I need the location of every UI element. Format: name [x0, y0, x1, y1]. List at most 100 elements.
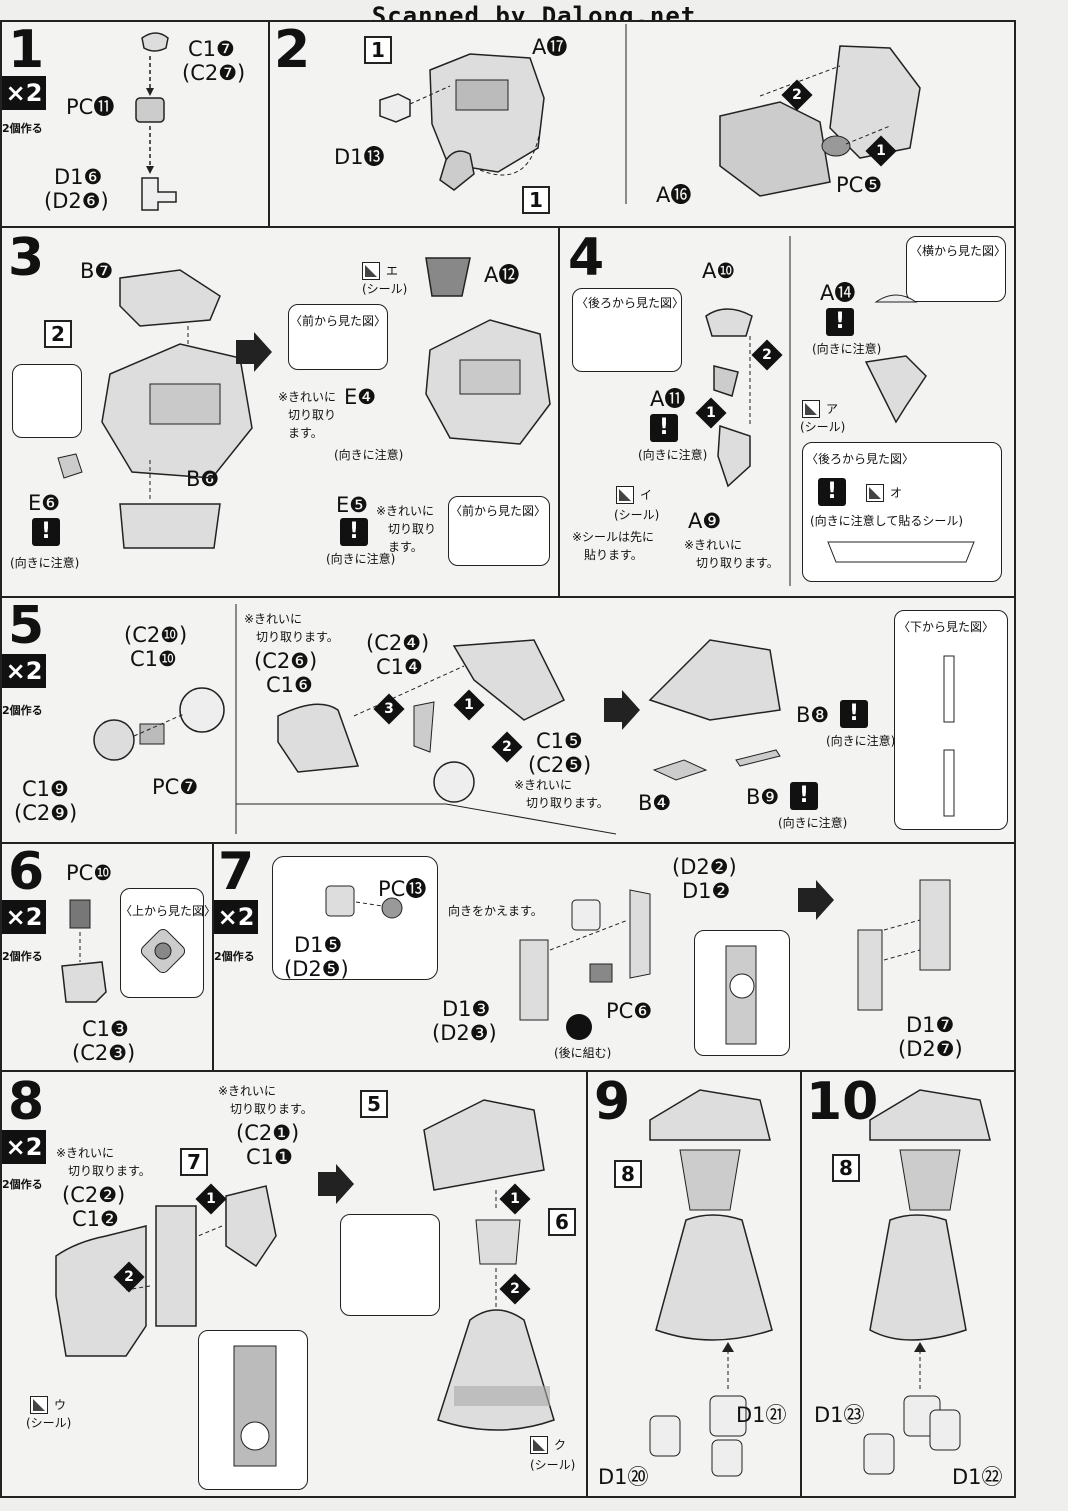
clean-cut-note: 切り取り	[288, 408, 337, 422]
clean-cut-note: ※きれいに	[56, 1146, 115, 1160]
make-two-label: 2個作る	[214, 950, 255, 963]
step7-detail-art	[725, 945, 757, 1045]
detail-callout	[340, 1214, 440, 1316]
clean-cut-note: 切り取ります。	[230, 1102, 313, 1116]
caution-icon: !	[340, 518, 368, 546]
ref-box: 1	[364, 36, 392, 64]
part-label-e6: E❻	[28, 491, 61, 515]
rear-view-label: 〈後ろから見た図〉	[806, 452, 915, 466]
part-label-c14: C1❹	[376, 655, 423, 679]
step7-assembled-art	[857, 879, 951, 1011]
sticker-icon	[802, 400, 820, 418]
step-order-marker: 1	[499, 1183, 531, 1215]
orientation-note: (向きに注意)	[826, 734, 896, 748]
x2-badge: ×2	[2, 654, 46, 688]
rear-view-callout	[572, 288, 682, 372]
caution-icon: !	[818, 478, 846, 506]
clean-cut-note: ※きれいに	[684, 538, 743, 552]
step5-bracket	[235, 604, 617, 835]
ref-box: 8	[832, 1154, 860, 1182]
part-label-d25: (D2❺)	[284, 957, 349, 981]
step3-head2-art	[425, 319, 551, 445]
part-label-a9: A❾	[688, 509, 722, 533]
clean-cut-note: 切り取ります。	[256, 630, 339, 644]
step-order-marker: 2	[491, 731, 523, 763]
step-number: 8	[8, 1072, 45, 1132]
turn-around-note: 向きをかえます。	[448, 904, 543, 918]
step4-divider	[789, 236, 791, 586]
flow-arrow-icon	[798, 880, 834, 920]
part-label-c26: (C2❻)	[254, 649, 318, 673]
step3-head-art	[57, 269, 253, 549]
part-label-c22: (C2❷)	[62, 1183, 126, 1207]
part-label-b9: B❾	[746, 785, 780, 809]
part-label-d123: D1㉓	[814, 1403, 865, 1427]
flow-arrow-icon	[318, 1164, 354, 1204]
step9-leg-art	[649, 1089, 773, 1477]
caution-icon: !	[650, 414, 678, 442]
ref-box: 1	[522, 186, 550, 214]
part-label-c12: C1❷	[72, 1207, 119, 1231]
sticker-shape-art	[827, 541, 975, 563]
step2-divider	[625, 24, 627, 204]
sticker-id: ウ	[54, 1398, 67, 1412]
part-label-e4: E❹	[344, 385, 377, 409]
ref-box: 8	[614, 1160, 642, 1188]
part-label-c29: (C2❾)	[14, 801, 78, 825]
part-label-e5: E❺	[336, 493, 369, 517]
caution-icon: !	[32, 518, 60, 546]
part-label-b8: B❽	[796, 703, 830, 727]
make-two-label: 2個作る	[2, 704, 43, 717]
part-label-d120: D1⑳	[598, 1465, 649, 1489]
part-label-pc5: PC❺	[836, 173, 883, 197]
ref-box: 2	[44, 320, 72, 348]
part-label-d17: D1❼	[906, 1013, 955, 1037]
caution-icon: !	[826, 308, 854, 336]
step-number: 7	[218, 842, 255, 902]
part-label-c25: (C2❺)	[528, 753, 592, 777]
part-label-pc13: PC⓭	[378, 877, 427, 901]
clean-cut-note: ます。	[388, 540, 423, 554]
part-label-d122: D1㉒	[952, 1465, 1003, 1489]
sticker-label: (シール)	[530, 1458, 576, 1472]
clean-cut-note: 切り取ります。	[696, 556, 779, 570]
step10-leg-art	[863, 1089, 991, 1475]
sticker-icon	[30, 1396, 48, 1414]
caution-icon: !	[840, 700, 868, 728]
detail-callout	[12, 364, 82, 438]
part-label-c21: (C2❶)	[236, 1121, 300, 1145]
part-label-c11: C1❶	[246, 1145, 293, 1169]
sticker-label: (シール)	[614, 508, 660, 522]
step-number: 3	[8, 228, 45, 288]
clean-cut-note: ※きれいに	[218, 1084, 277, 1098]
part-label-a16: A⓰	[656, 183, 692, 207]
side-view-callout	[906, 236, 1006, 302]
bottom-view-label: 〈下から見た図〉	[898, 620, 995, 634]
sticker-id: エ	[386, 264, 399, 278]
clean-cut-note: ※きれいに	[244, 612, 303, 626]
part-label-c24: (C2❹)	[366, 631, 430, 655]
part-label-b7: B❼	[80, 259, 114, 283]
front-view-callout	[448, 496, 550, 566]
side-view-label: 〈横から見た図〉	[910, 244, 1007, 258]
sticker-first-note: 貼ります。	[584, 548, 643, 562]
sticker-icon	[616, 486, 634, 504]
clean-cut-note: 切り取ります。	[526, 796, 609, 810]
sticker-label: (シール)	[26, 1416, 72, 1430]
step8-arm-art	[55, 1185, 277, 1357]
part-label-a14: A⓮	[820, 281, 856, 305]
ref-box: 7	[180, 1148, 208, 1176]
front-view-callout	[288, 304, 388, 370]
caution-icon: !	[790, 782, 818, 810]
sticker-icon	[866, 484, 884, 502]
ref-box: 6	[548, 1208, 576, 1236]
part-label-c19: C1❾	[22, 777, 69, 801]
clean-cut-note: ※きれいに	[278, 390, 337, 404]
step7-arm-art	[519, 889, 651, 1021]
step8-detail-art	[233, 1345, 277, 1467]
rear-view-label: 〈後ろから見た図〉	[576, 296, 685, 310]
part-label-c27: (C2❼)	[182, 61, 246, 85]
step-order-marker: 2	[499, 1273, 531, 1305]
part-label-d12: D1❷	[682, 879, 731, 903]
part-label-b4: B❹	[638, 791, 672, 815]
